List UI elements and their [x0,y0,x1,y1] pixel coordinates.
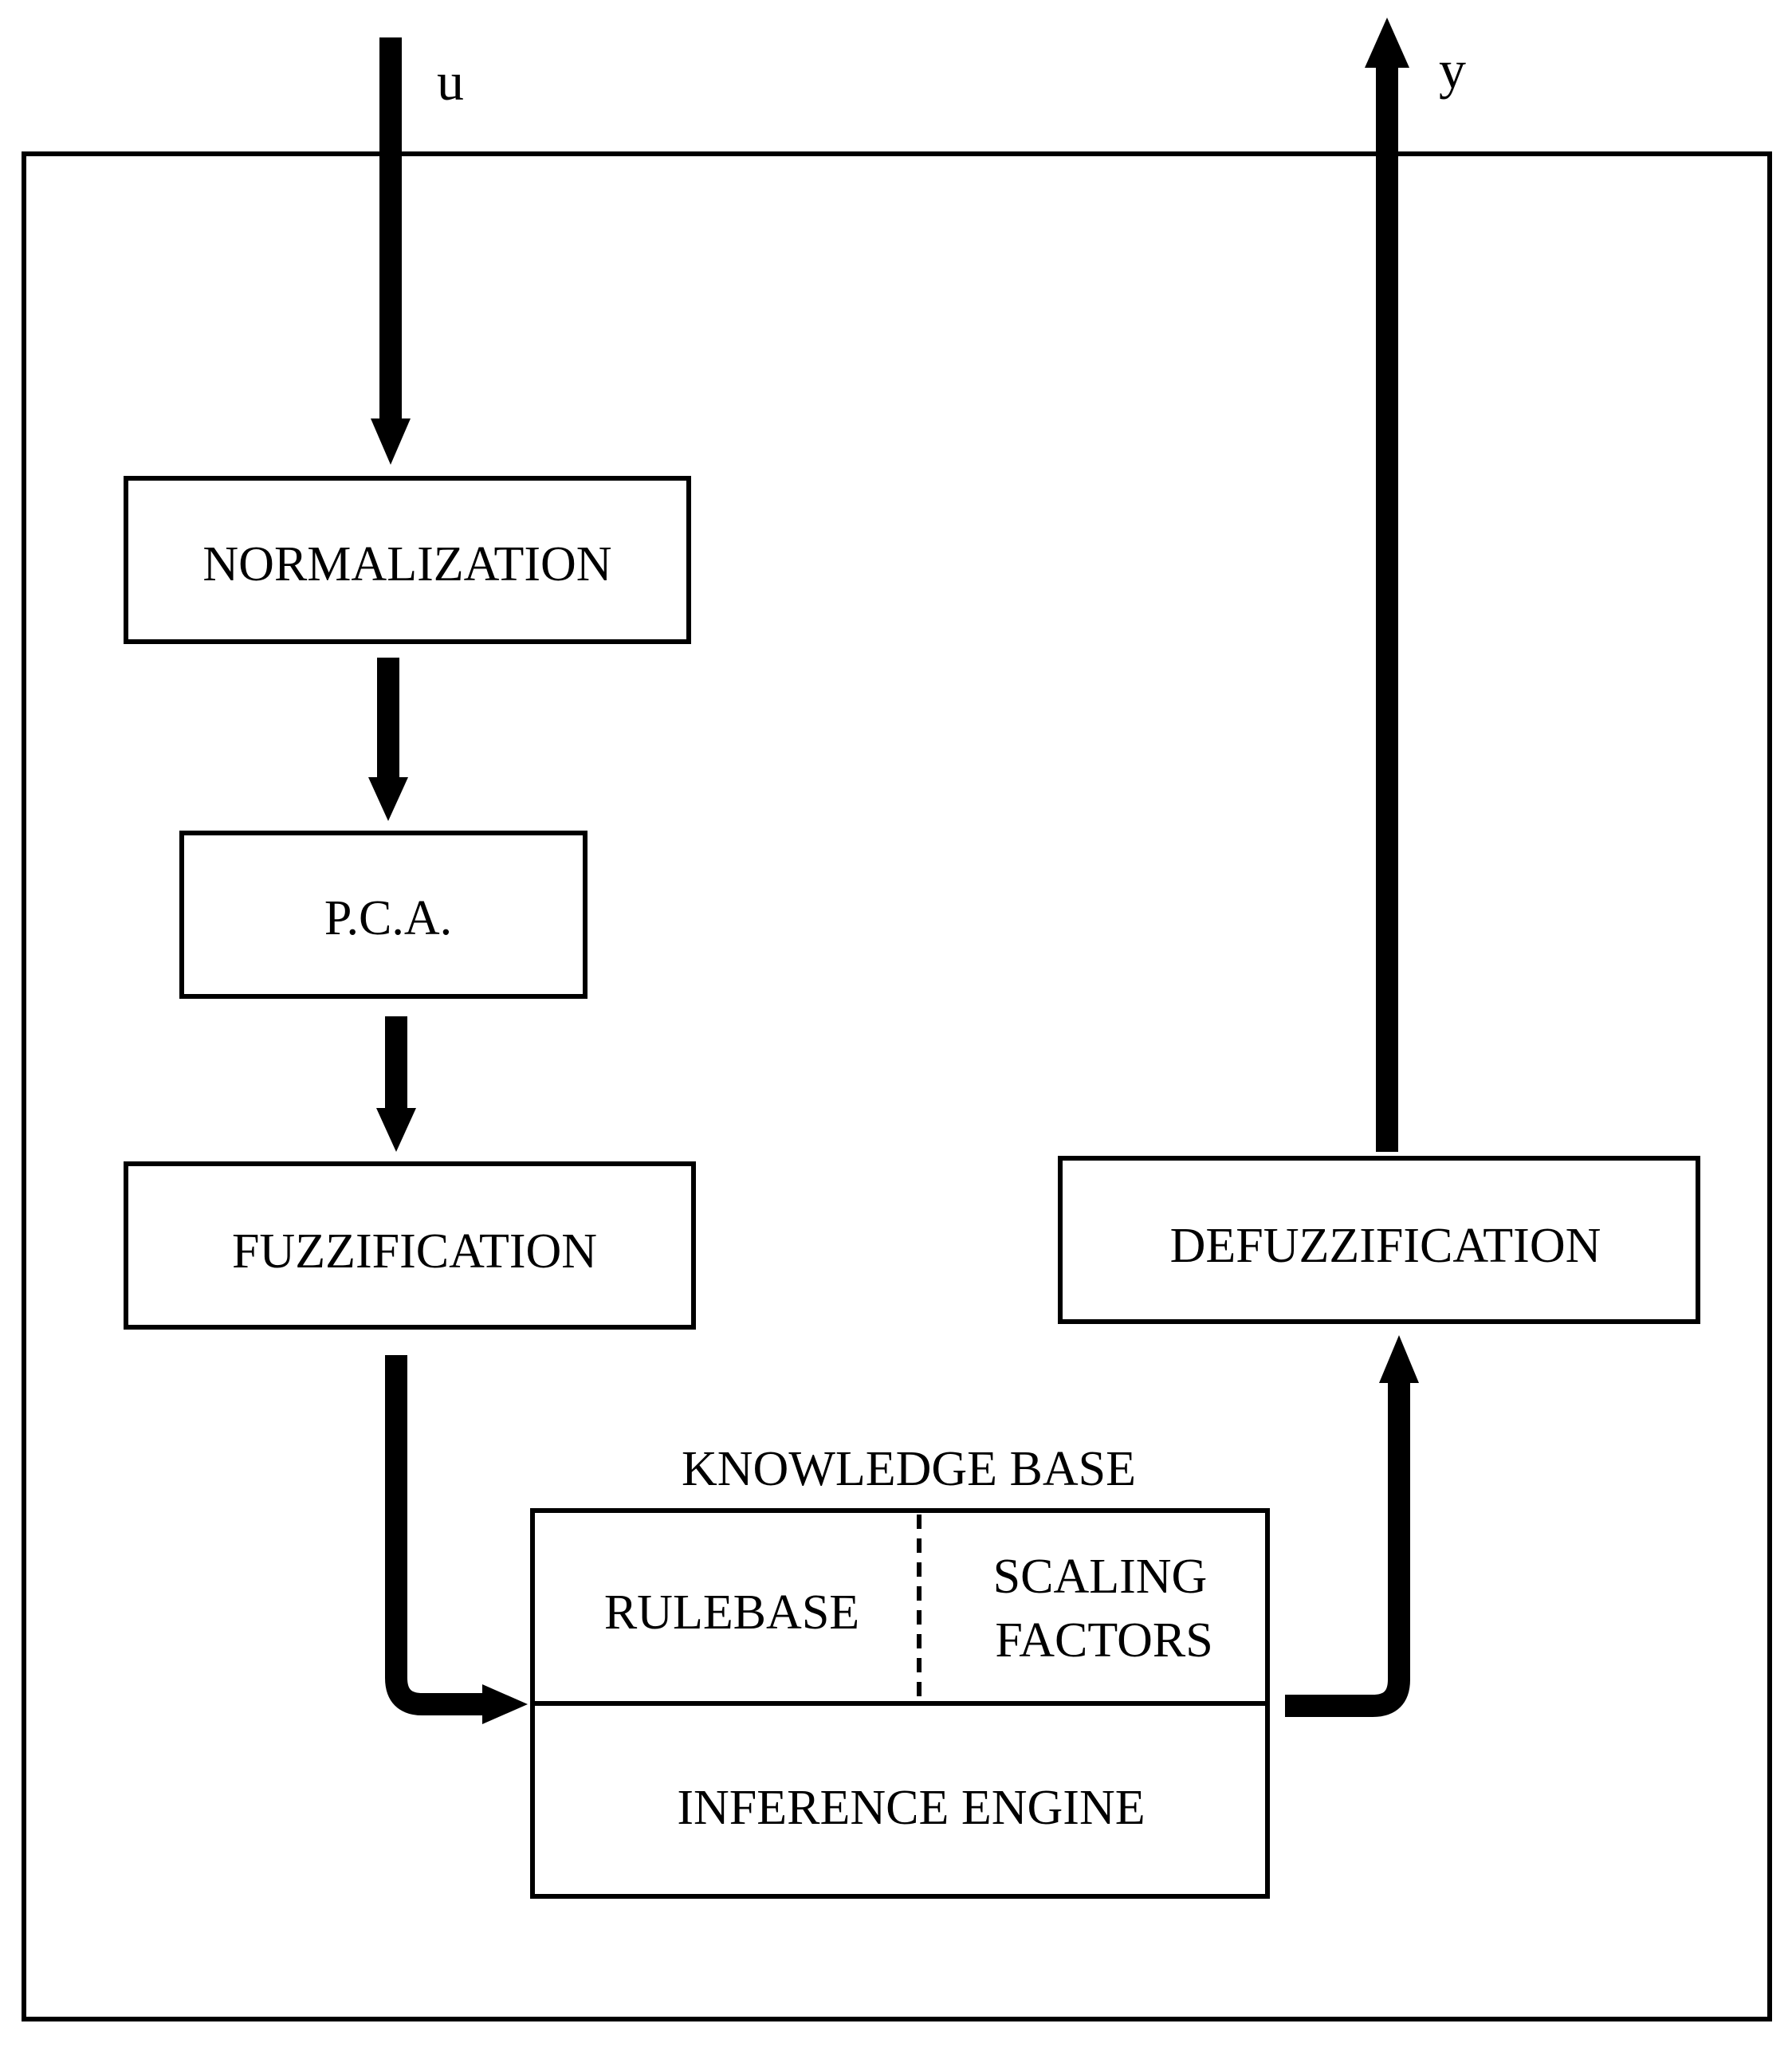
input-arrow [371,37,411,465]
rulebase-label: RULEBASE [604,1585,859,1640]
inference-engine-label: INFERENCE ENGINE [677,1781,1145,1835]
output-label: y [1439,39,1466,100]
input-label: u [437,51,464,112]
inference-engine-block [530,1701,1270,1899]
fuzzification-label: FUZZIFICATION [232,1224,597,1279]
system-boundary [22,151,1772,2021]
fuzzification-block [124,1161,696,1330]
pca-label: P.C.A. [324,891,452,945]
arrow-inference-to-defuzzification [1285,1335,1419,1717]
normalization-label: NORMALIZATION [202,537,611,591]
scaling-label: SCALING [993,1550,1208,1604]
defuzzification-block [1058,1156,1700,1324]
factors-label: FACTORS [995,1613,1212,1668]
defuzzification-label: DEFUZZIFICATION [1170,1219,1601,1273]
normalization-block [124,476,691,644]
output-arrow [1365,18,1409,1152]
arrow-pca-to-fuzzification [376,1016,416,1152]
arrow-fuzzification-to-inference [385,1355,528,1724]
knowledge-base-label: KNOWLEDGE BASE [682,1442,1136,1496]
pca-block [179,831,588,999]
arrow-normalization-to-pca [368,658,408,821]
